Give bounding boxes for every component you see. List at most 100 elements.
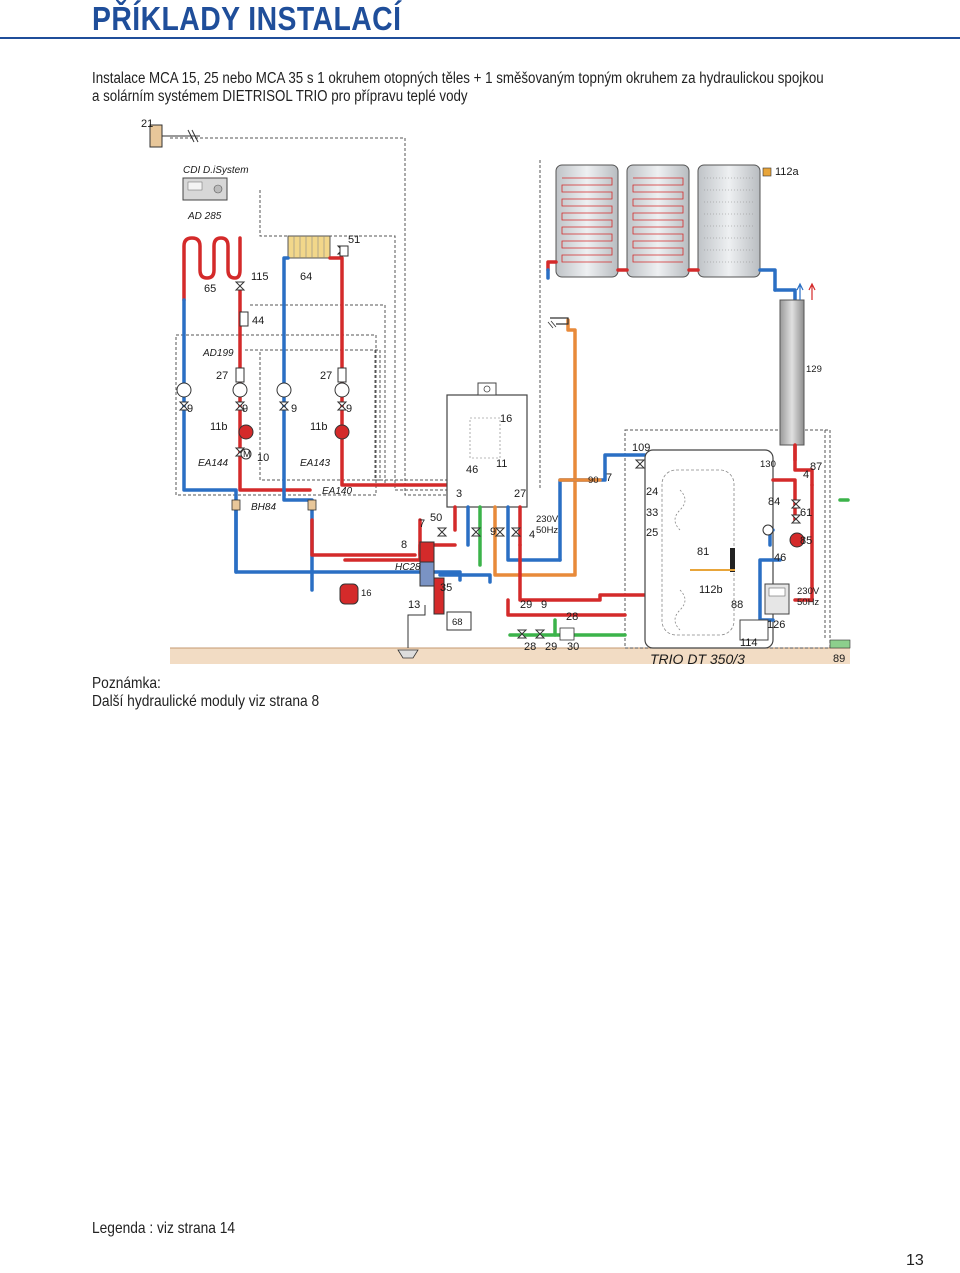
subtitle-line-1: Instalace MCA 15, 25 nebo MCA 35 s 1 okr… [92, 70, 824, 87]
label-11ba: 11b [210, 421, 228, 433]
subtitle-line-2: a solárním systémem DIETRISOL TRIO pro p… [92, 88, 468, 105]
label-33: 33 [646, 507, 658, 519]
label-7b: 7 [419, 518, 425, 530]
label-112a: 112a [775, 166, 800, 178]
label-25: 25 [646, 527, 658, 539]
label-16top: 16 [500, 413, 512, 425]
bh84-fitting-b [307, 499, 317, 511]
label-7a: 7 [606, 472, 612, 484]
label-27a: 27 [216, 370, 228, 382]
outdoor-sensor [149, 124, 200, 148]
storage-tank [644, 449, 774, 649]
boiler-pipes [453, 318, 647, 637]
label-ea144: EA144 [198, 458, 228, 469]
heating-pipes [182, 256, 492, 592]
circulator-pumps [238, 424, 350, 460]
collector-sensor [762, 167, 772, 177]
label-29a: 29 [520, 599, 532, 611]
thermometers [235, 245, 349, 383]
label-115: 115 [251, 271, 269, 283]
subtitle: Instalace MCA 15, 25 nebo MCA 35 s 1 okr… [92, 70, 824, 106]
label-109: 109 [632, 442, 650, 454]
label-27c: 27 [514, 488, 526, 500]
label-28a: 28 [566, 611, 578, 623]
label-21: 21 [141, 118, 153, 130]
label-30: 30 [567, 641, 579, 653]
flow-arrow-blue-up [796, 282, 804, 300]
label-50hza: 50Hz [536, 525, 558, 536]
label-35: 35 [440, 582, 452, 594]
label-114: 114 [740, 637, 758, 649]
vessel-35 [433, 577, 445, 615]
drain-funnel [397, 649, 419, 659]
label-4b: 4 [529, 529, 535, 541]
solar-column [779, 299, 805, 446]
label-90: 90 [588, 475, 599, 486]
label-11bb: 11b [310, 421, 328, 433]
label-112b: 112b [699, 584, 723, 596]
shower-head [547, 317, 569, 329]
label-bh84: BH84 [251, 502, 276, 513]
solar-collectors [555, 164, 761, 278]
label-ad199: AD199 [202, 348, 234, 359]
label-ad285: AD 285 [187, 211, 222, 222]
label-44: 44 [252, 315, 264, 327]
label-3: 3 [456, 488, 462, 500]
label-65: 65 [204, 283, 216, 295]
gauges [176, 382, 350, 398]
label-129: 129 [806, 364, 822, 375]
label-9a: 9 [187, 403, 193, 415]
valve-109 [634, 459, 646, 469]
title-rule [0, 37, 960, 39]
label-24: 24 [646, 486, 658, 498]
label-27b: 27 [320, 370, 332, 382]
label-9c: 9 [291, 403, 297, 415]
label-89: 89 [833, 653, 845, 665]
label-68: 68 [452, 617, 463, 628]
label-50: 50 [430, 512, 442, 524]
label-87: 87 [810, 461, 822, 473]
label-88: 88 [731, 599, 743, 611]
label-84: 84 [768, 496, 780, 508]
label-50hzb: 50Hz [797, 597, 819, 608]
label-126: 126 [767, 619, 785, 631]
solar-station-parts [739, 499, 851, 649]
boiler-valves [436, 527, 546, 639]
label-9d: 9 [346, 403, 352, 415]
label-9b: 9 [242, 403, 248, 415]
label-16b: 16 [361, 588, 372, 599]
label-model: TRIO DT 350/3 [650, 651, 745, 667]
expansion-vessel [339, 583, 359, 605]
label-130: 130 [760, 459, 776, 470]
floor-band [170, 648, 850, 664]
label-13: 13 [408, 599, 420, 611]
label-ea143: EA143 [300, 458, 330, 469]
box-68 [446, 611, 472, 631]
hydraulic-separator-top [419, 541, 435, 563]
label-230va: 230V [536, 514, 559, 525]
label-8: 8 [401, 539, 407, 551]
label-11: 11 [496, 458, 507, 470]
page-title: PŘÍKLADY INSTALACÍ [92, 0, 402, 37]
drain-line [407, 605, 426, 648]
label-230vb: 230V [797, 586, 820, 597]
label-46a: 46 [466, 464, 478, 476]
label-10: 10 [257, 452, 269, 464]
label-ea140: EA140 [322, 486, 352, 497]
label-28b: 28 [524, 641, 536, 653]
label-61: 61 [800, 507, 812, 519]
label-85: 85 [800, 535, 812, 547]
label-51: 51 [348, 234, 360, 246]
box-30 [559, 627, 575, 641]
label-64: 64 [300, 271, 312, 283]
label-46b: 46 [774, 552, 786, 564]
label-29b: 29 [545, 641, 557, 653]
bh84-fitting-a [231, 499, 241, 511]
radiator [287, 235, 331, 259]
page-number: 13 [906, 1252, 924, 1269]
label-4a: 4 [803, 469, 809, 481]
flow-arrow-red-up [808, 282, 816, 300]
label-motor: M [243, 449, 251, 460]
label-hc28: HC28 [395, 562, 421, 573]
